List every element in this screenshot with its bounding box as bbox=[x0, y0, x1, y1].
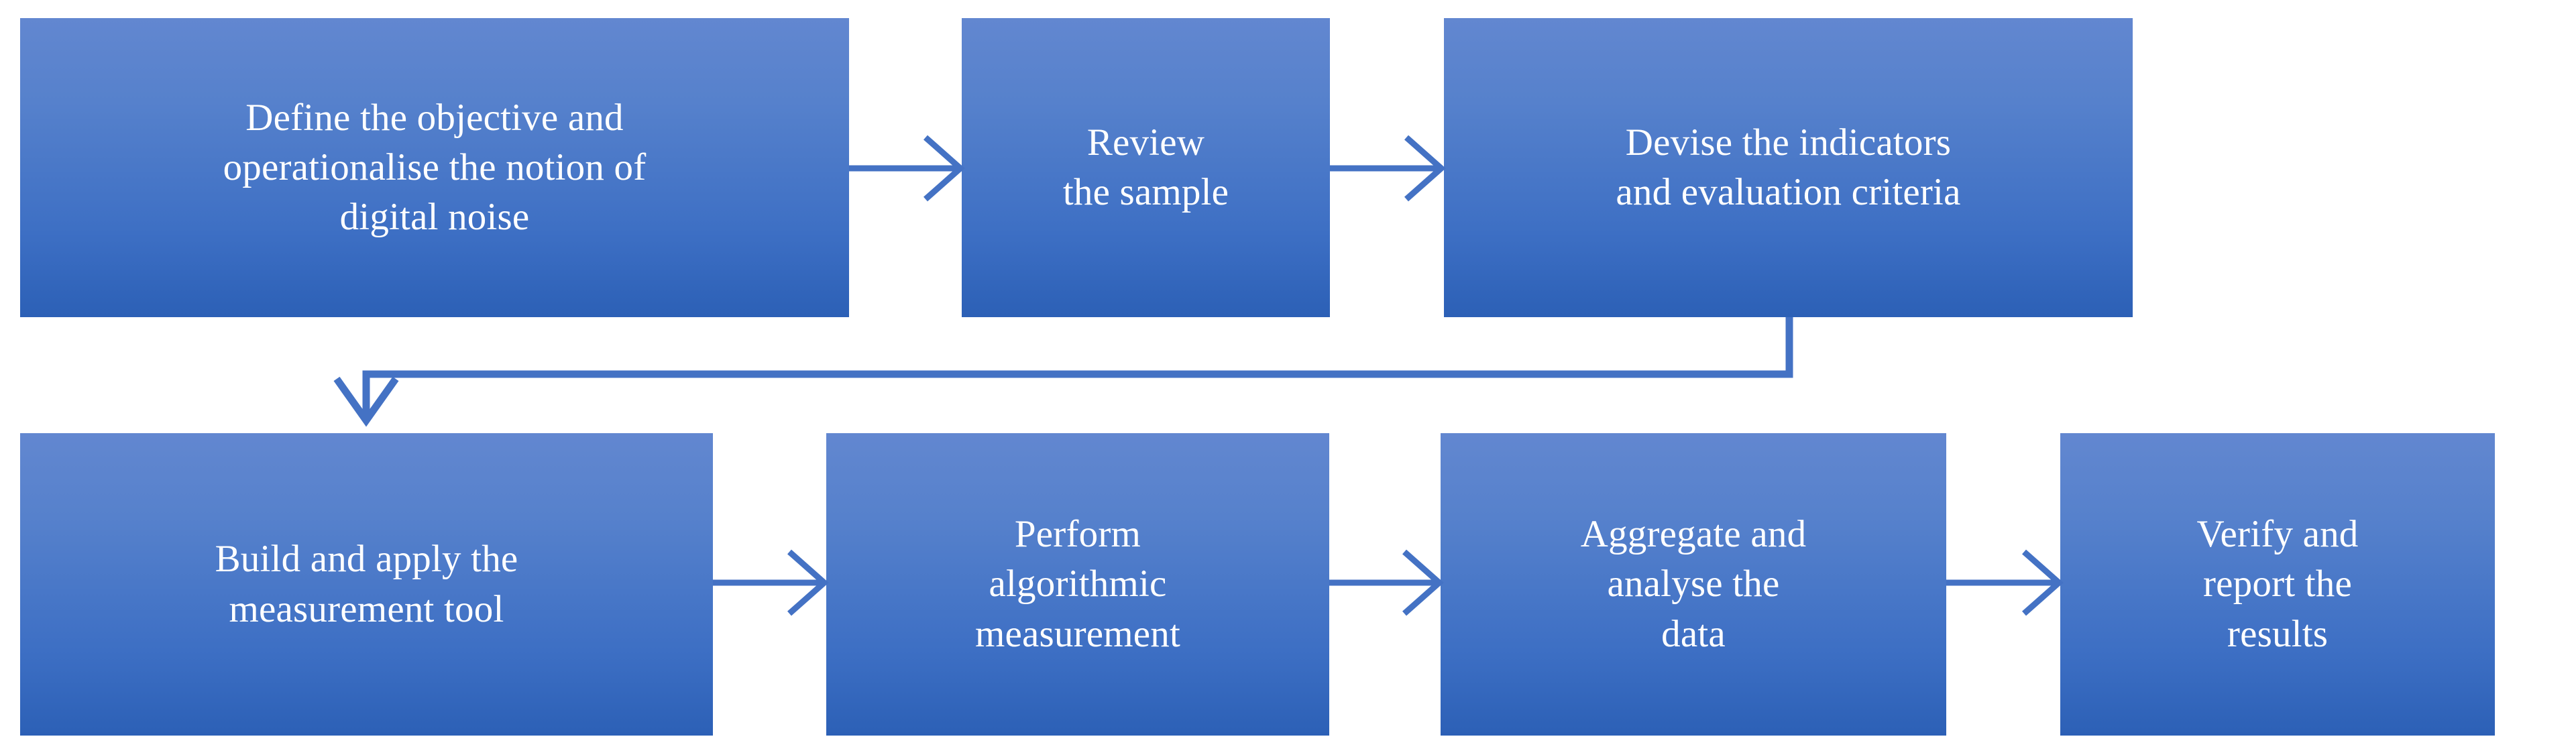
arrow-elbow-down-icon-devise-to-build bbox=[333, 317, 1793, 427]
process-node-build-apply-tool[interactable]: Build and apply the measurement tool bbox=[20, 433, 713, 736]
arrow-right-icon-review-to-devise bbox=[1330, 135, 1446, 202]
process-node-label: Define the objective and operationalise … bbox=[223, 96, 647, 239]
process-node-devise-indicators[interactable]: Devise the indicators and evaluation cri… bbox=[1444, 18, 2133, 317]
process-node-label: Devise the indicators and evaluation cri… bbox=[1616, 121, 1961, 213]
process-node-review-sample[interactable]: Review the sample bbox=[962, 18, 1330, 317]
arrow-right-icon-define-to-review bbox=[849, 135, 965, 202]
process-node-label: Aggregate and analyse the data bbox=[1580, 513, 1807, 655]
arrow-right-icon-perform-to-aggregate bbox=[1329, 549, 1444, 616]
arrow-right-icon-build-to-perform bbox=[713, 549, 829, 616]
process-node-verify-report[interactable]: Verify and report the results bbox=[2060, 433, 2495, 736]
process-node-label: Build and apply the measurement tool bbox=[215, 538, 518, 630]
process-node-perform-measurement[interactable]: Perform algorithmic measurement bbox=[826, 433, 1329, 736]
process-node-label: Review the sample bbox=[1062, 121, 1229, 213]
process-node-label: Perform algorithmic measurement bbox=[974, 513, 1181, 655]
process-node-define-objective[interactable]: Define the objective and operationalise … bbox=[20, 18, 849, 317]
process-node-aggregate-analyse[interactable]: Aggregate and analyse the data bbox=[1441, 433, 1946, 736]
arrow-right-icon-aggregate-to-verify bbox=[1946, 549, 2064, 616]
process-node-label: Verify and report the results bbox=[2196, 513, 2359, 655]
